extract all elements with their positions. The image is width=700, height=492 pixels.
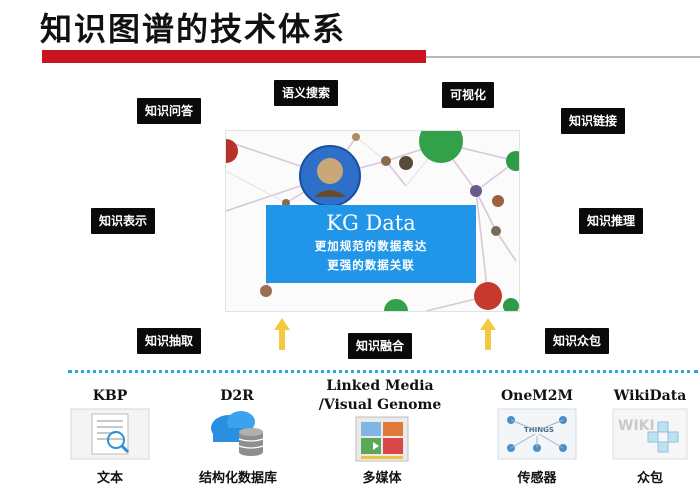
graph-node <box>226 139 238 163</box>
dotted-separator <box>68 370 698 373</box>
page-title: 知识图谱的技术体系 <box>40 10 347 48</box>
arrow-up-icon <box>480 318 496 350</box>
graph-node <box>492 195 504 207</box>
source-sub-multimedia: 多媒体 <box>362 471 402 486</box>
graph-node <box>470 185 482 197</box>
tag-knowledge-linking: 知识链接 <box>561 108 626 134</box>
tag-knowledge-crowdsourcing: 知识众包 <box>545 328 610 354</box>
tag-knowledge-fusion: 知识融合 <box>348 333 413 359</box>
graph-node <box>381 156 391 166</box>
source-name-kbp: KBP <box>92 388 128 404</box>
title-underline-grey <box>426 56 700 58</box>
graph-node <box>399 156 413 170</box>
network-graph-svg <box>226 131 519 311</box>
cloud-database-icon <box>211 411 264 456</box>
source-sub-structured-db: 结构化数据库 <box>198 471 277 486</box>
document-icon <box>70 408 150 460</box>
wiki-icon: WIKI <box>612 408 688 460</box>
source-name-d2r: D2R <box>220 388 254 404</box>
portrait-face <box>317 158 343 184</box>
kg-data-line-1: 更加规范的数据表达 <box>314 239 428 253</box>
tag-visualization: 可视化 <box>442 82 495 108</box>
graph-node <box>419 131 463 163</box>
graph-node <box>506 151 519 171</box>
iot-things-icon: THINGS <box>497 408 577 460</box>
tag-knowledge-qa: 知识问答 <box>137 98 202 124</box>
graph-node <box>503 298 519 311</box>
source-name-wikidata: WikiData <box>613 388 687 404</box>
source-name-line-2: /Visual Genome <box>318 397 442 413</box>
source-sub-sensor: 传感器 <box>517 471 557 486</box>
tag-knowledge-reasoning: 知识推理 <box>579 208 644 234</box>
graph-node <box>491 226 501 236</box>
tag-knowledge-extraction: 知识抽取 <box>137 328 202 354</box>
graph-node <box>384 299 408 311</box>
graph-node <box>260 285 272 297</box>
tag-semantic-search: 语义搜索 <box>274 80 339 106</box>
svg-text:THINGS: THINGS <box>524 426 554 434</box>
title-underline-red <box>42 50 426 63</box>
media-gallery-icon <box>355 416 409 462</box>
tag-knowledge-representation: 知识表示 <box>91 208 156 234</box>
kg-data-box: KG Data 更加规范的数据表达 更强的数据关联 <box>266 205 476 283</box>
graph-node <box>352 133 360 141</box>
arrow-up-icon <box>274 318 290 350</box>
graph-node <box>474 282 502 310</box>
source-sub-crowdsourcing: 众包 <box>636 471 663 486</box>
source-name-linked-media: Linked Media /Visual Genome <box>315 377 445 415</box>
svg-text:WIKI: WIKI <box>618 418 655 434</box>
kg-data-line-2: 更强的数据关联 <box>327 258 415 272</box>
kg-data-title: KG Data <box>326 211 416 235</box>
source-name-line-1: Linked Media <box>326 378 434 394</box>
source-name-onem2m: OneM2M <box>500 388 574 404</box>
source-sub-text: 文本 <box>96 471 123 486</box>
